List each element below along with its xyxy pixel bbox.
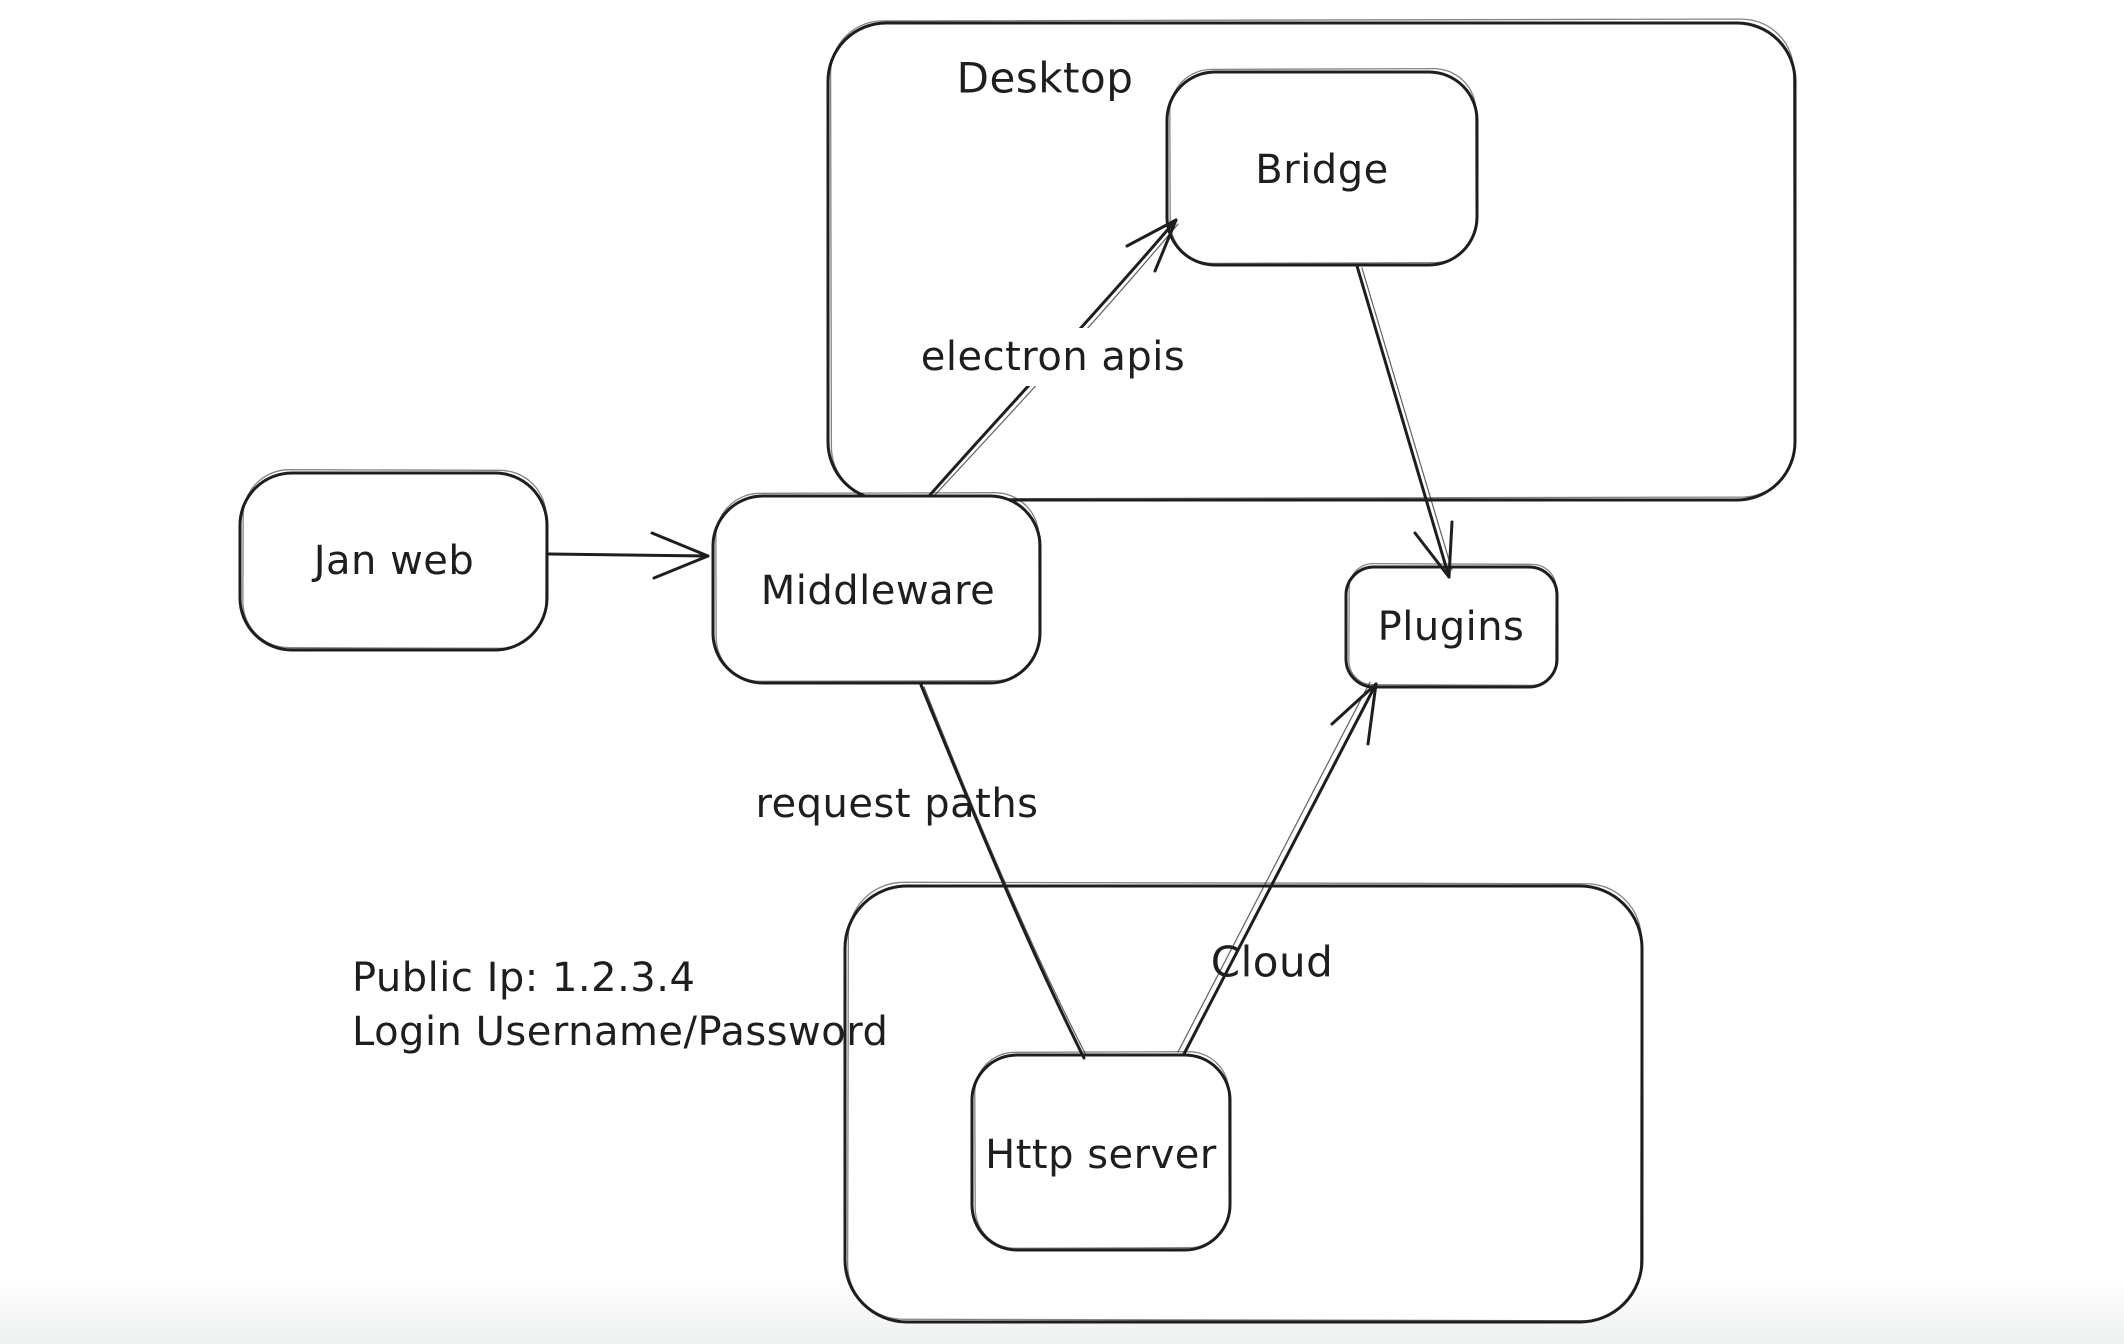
desktop-container-label: Desktop	[956, 53, 1134, 103]
http-server-node-box	[970, 1053, 1232, 1252]
cloud-container-label: Cloud	[1210, 937, 1334, 987]
edge-httpserver-plugins	[1182, 682, 1378, 1056]
edge-label-electron-apis: electron apis	[906, 328, 1200, 386]
edge-middleware-httpserver-sketch	[923, 686, 1087, 1056]
jan-web-node-box	[238, 471, 549, 652]
desktop-container-box-sketch	[829, 18, 1796, 500]
edge-middleware-httpserver	[919, 683, 1086, 1060]
middleware-node-box	[711, 494, 1042, 685]
bridge-node-box	[1165, 70, 1479, 267]
plugins-node-label: Plugins	[1377, 604, 1525, 650]
edge-httpserver-plugins-sketch	[1177, 681, 1371, 1053]
bridge-node-box-sketch	[1169, 67, 1477, 265]
middleware-node-label: Middleware	[760, 568, 996, 614]
middleware-node-box-sketch	[715, 492, 1040, 682]
edge-httpserver-plugins-arrowhead	[1330, 682, 1378, 746]
jan-web-node-label: Jan web	[313, 538, 475, 584]
plugins-node-box-sketch	[1348, 563, 1557, 687]
annotation-login: Login Username/Password	[352, 1009, 889, 1055]
jan-web-node-box-sketch	[242, 469, 547, 649]
edge-janweb-middleware-arrowhead	[650, 531, 710, 580]
cloud-container-box-sketch	[847, 881, 1642, 1322]
bridge-node-label: Bridge	[1255, 147, 1389, 193]
http-server-node-box-sketch	[974, 1051, 1230, 1249]
edge-bridge-plugins	[1355, 264, 1451, 579]
edge-bridge-plugins-arrowhead	[1413, 520, 1454, 579]
edge-janweb-middleware	[547, 552, 710, 558]
http-server-node-label: Http server	[985, 1132, 1217, 1178]
edge-bridge-plugins-sketch	[1361, 267, 1453, 571]
edge-middleware-bridge-arrowhead	[1125, 218, 1178, 273]
edge-label-request-paths: request paths	[755, 781, 1039, 827]
annotation-public-ip: Public Ip: 1.2.3.4	[352, 955, 696, 1001]
annotation-notes: Public Ip: 1.2.3.4 Login Username/Passwo…	[352, 951, 888, 1059]
